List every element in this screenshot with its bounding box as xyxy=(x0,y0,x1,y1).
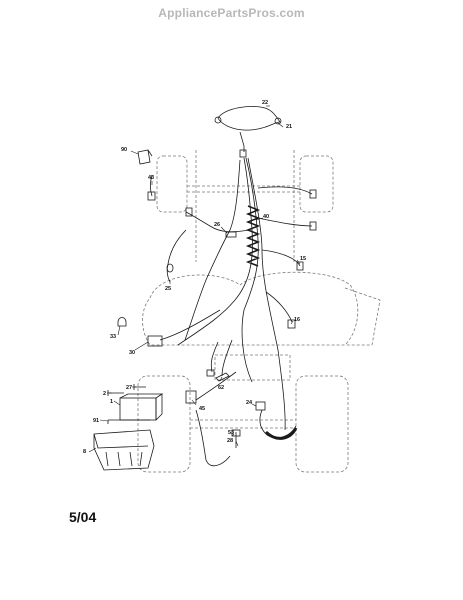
part-label-33: 33 xyxy=(110,334,116,340)
connector-right-upper xyxy=(309,189,317,199)
site-watermark: AppliancePartsPros.com xyxy=(158,6,305,20)
cable-24-28-heavy xyxy=(264,427,298,440)
connector-43 xyxy=(147,191,156,201)
branch-62b xyxy=(210,341,219,373)
coil-sleeve xyxy=(245,205,261,267)
branch-right-15 xyxy=(261,249,301,267)
connector-right-mid xyxy=(309,221,317,231)
part-label-26: 26 xyxy=(214,222,220,228)
lamp-socket-left xyxy=(214,116,222,124)
part-label-22: 22 xyxy=(262,100,268,106)
part-62-fuse xyxy=(215,372,230,382)
part-label-27: 27 xyxy=(126,385,132,391)
part-label-2: 2 xyxy=(103,391,106,397)
diagram-date-code: 5/04 xyxy=(69,509,97,525)
frame-rails xyxy=(195,150,295,262)
part-8-tray xyxy=(93,429,155,471)
switch-25 xyxy=(166,263,174,273)
part-label-1: 1 xyxy=(110,399,113,405)
connector-53 xyxy=(231,429,241,437)
front-wheel-left xyxy=(156,155,188,213)
part-label-8: 8 xyxy=(83,449,86,455)
part-label-21: 21 xyxy=(286,124,292,130)
part-label-53: 53 xyxy=(228,430,234,436)
part-label-15: 15 xyxy=(300,256,306,262)
connector-62b xyxy=(206,369,215,377)
part-33-clip xyxy=(117,317,127,327)
front-wheel-right xyxy=(299,155,334,213)
harness-wires xyxy=(147,106,317,467)
rear-axle xyxy=(190,419,296,429)
deck-chute xyxy=(344,287,381,346)
branch-right-upper xyxy=(257,186,313,227)
connector-30 xyxy=(147,335,163,347)
branch-43 xyxy=(150,174,153,197)
part-label-43: 43 xyxy=(148,175,154,181)
part-label-30: 30 xyxy=(129,350,135,356)
connector-26b xyxy=(185,207,193,217)
part-label-24: 24 xyxy=(246,400,253,406)
branch-62 xyxy=(221,339,233,377)
part-label-45: 45 xyxy=(199,406,205,412)
branch-left-25 xyxy=(166,229,187,283)
loose-parts xyxy=(93,149,164,471)
connector-26 xyxy=(225,231,237,238)
rear-wheel-left xyxy=(137,375,191,473)
tractor-outline xyxy=(137,150,381,473)
part-label-40: 40 xyxy=(263,214,269,220)
part-label-91: 91 xyxy=(93,418,99,424)
headlight-harness xyxy=(217,106,281,152)
seat-area xyxy=(214,354,291,381)
lamp-socket-right xyxy=(274,117,282,125)
part-label-28: 28 xyxy=(227,438,233,444)
harness-connector-top xyxy=(239,149,247,158)
branch-left-26 xyxy=(185,211,251,233)
rear-wheel-right xyxy=(295,375,349,473)
connector-15 xyxy=(296,261,304,271)
part-label-25: 25 xyxy=(165,286,171,292)
part-label-90: 90 xyxy=(121,147,127,153)
solenoid-45 xyxy=(185,390,197,404)
branch-45 xyxy=(195,371,237,401)
main-trunk-wires xyxy=(177,157,286,431)
part-label-62: 62 xyxy=(218,385,224,391)
battery-top xyxy=(119,393,164,421)
part-90-bracket xyxy=(137,149,153,165)
mower-deck xyxy=(142,271,359,346)
part-91-strap xyxy=(107,419,150,424)
switch-24 xyxy=(255,401,266,411)
branch-30 xyxy=(159,309,221,341)
front-axle xyxy=(187,185,300,193)
tray-ribs xyxy=(105,451,143,467)
connector-16 xyxy=(287,319,296,329)
callout-lines xyxy=(88,105,301,453)
branch-right-16 xyxy=(265,291,293,323)
cable-45-down xyxy=(195,409,231,467)
part-label-16: 16 xyxy=(294,317,300,323)
